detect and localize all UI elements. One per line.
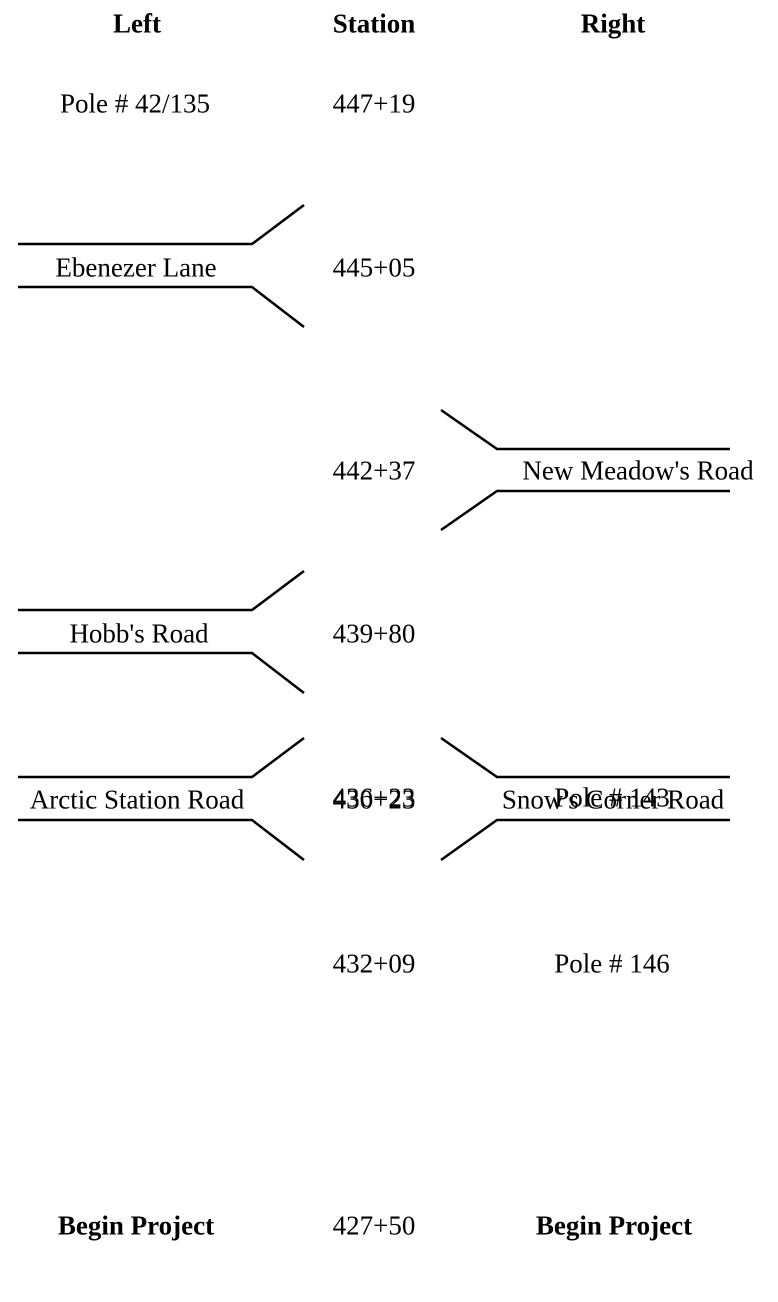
station-label: 442+37 — [332, 455, 416, 486]
right-label-pole-143: Pole # 143 — [554, 782, 670, 813]
left-label-ebenezer-lane: Ebenezer Lane — [55, 252, 217, 283]
left-label-arctic-station-road: Arctic Station Road — [29, 784, 245, 815]
station-label: 427+50 — [332, 1210, 416, 1241]
header-right: Right — [580, 8, 646, 39]
station-label: 445+05 — [332, 252, 416, 283]
right-label-snows-corner-road: Snow's Corner Road — [501, 784, 725, 815]
station-label: 430+23 — [332, 784, 416, 815]
right-label-new-meadows-road: New Meadow's Road — [522, 455, 754, 486]
header-left: Left — [113, 8, 161, 39]
header-station: Station — [332, 8, 416, 39]
right-label-pole-146: Pole # 146 — [554, 948, 670, 979]
station-label: 432+09 — [332, 948, 416, 979]
right-label-begin-project: Begin Project — [535, 1210, 693, 1241]
station-label: 447+19 — [332, 88, 416, 119]
left-label-pole-42-135: Pole # 42/135 — [59, 88, 211, 119]
station-label: 436+23 — [332, 782, 416, 813]
left-label-hobbs-road: Hobb's Road — [69, 618, 209, 649]
left-label-begin-project: Begin Project — [57, 1210, 215, 1241]
station-label: 439+80 — [332, 618, 416, 649]
